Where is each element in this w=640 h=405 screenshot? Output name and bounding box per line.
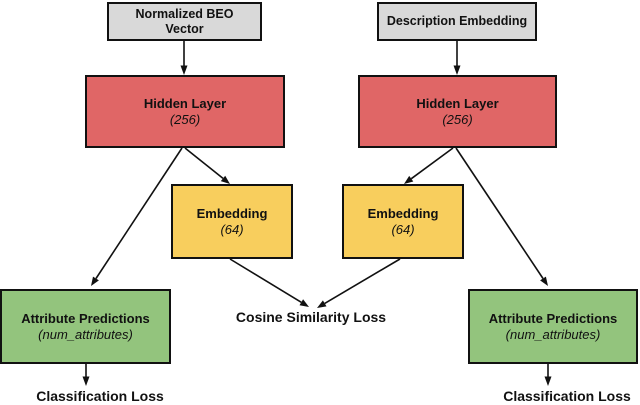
arrow-hidden-right-to-attr-right (455, 147, 548, 286)
node-description-embedding: Description Embedding (377, 2, 537, 41)
node-label: Normalized BEO Vector (135, 6, 234, 36)
arrow-attr-right-to-classification-loss (544, 364, 552, 386)
node-size-label: (256) (442, 111, 473, 127)
node-attribute-predictions-left: Attribute Predictions (num_attributes) (0, 289, 171, 364)
node-label: Hidden Layer (143, 95, 227, 111)
node-size-label: (num_attributes) (505, 326, 601, 342)
node-attribute-predictions-right: Attribute Predictions (num_attributes) (468, 289, 638, 364)
arrow-embed-right-to-cosine-loss (317, 258, 401, 308)
arrow-hidden-left-to-attr-left (91, 147, 183, 286)
node-hidden-layer-right: Hidden Layer (256) (358, 75, 557, 148)
arrow-desc-to-hidden-right (453, 41, 461, 75)
node-size-label: (num_attributes) (38, 326, 133, 342)
node-label: Attribute Predictions (488, 310, 618, 326)
node-embedding-left: Embedding (64) (171, 184, 293, 259)
node-size-label: (256) (169, 111, 201, 127)
node-label: Embedding (196, 205, 268, 221)
node-label: Embedding (367, 205, 439, 221)
arrow-attr-left-to-classification-loss (82, 364, 90, 386)
node-label: Description Embedding (386, 14, 528, 28)
arrow-hidden-right-to-embed-right (404, 147, 454, 184)
classification-loss-label-right: Classification Loss (503, 388, 631, 404)
arrow-hidden-left-to-embed-left (184, 147, 230, 184)
node-size-label: (64) (391, 221, 415, 237)
classification-loss-label-left: Classification Loss (36, 388, 164, 404)
arrow-embed-left-to-cosine-loss (229, 258, 309, 307)
node-hidden-layer-left: Hidden Layer (256) (85, 75, 285, 148)
arrow-bev-to-hidden-left (180, 41, 188, 75)
node-label: Hidden Layer (416, 95, 499, 111)
node-embedding-right: Embedding (64) (342, 184, 464, 259)
node-label: Attribute Predictions (21, 310, 150, 326)
cosine-similarity-loss-label: Cosine Similarity Loss (235, 309, 387, 325)
node-normalized-beo-vector: Normalized BEO Vector (107, 2, 262, 41)
node-size-label: (64) (220, 221, 244, 237)
